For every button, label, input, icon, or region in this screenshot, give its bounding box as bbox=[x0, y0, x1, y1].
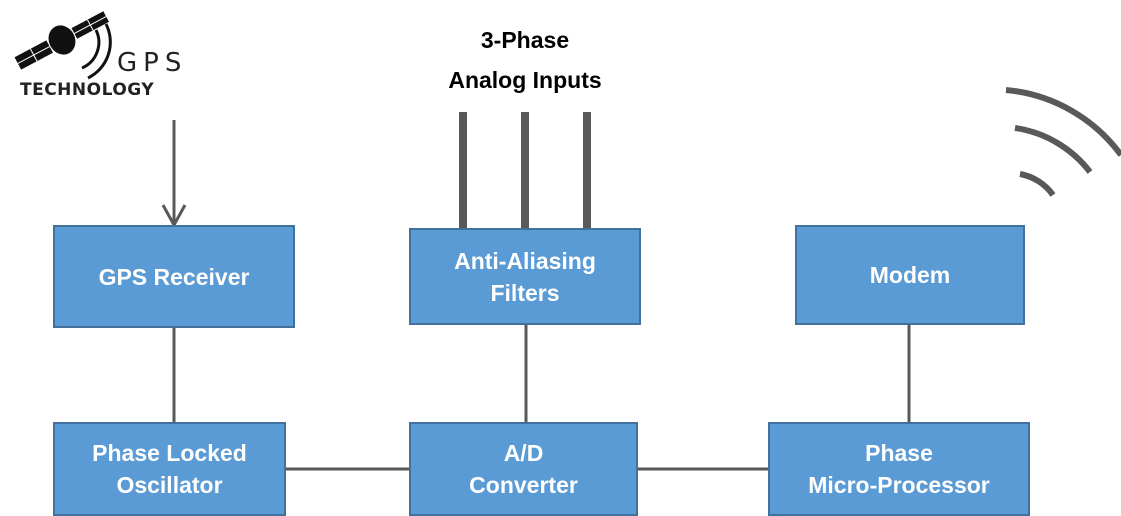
ad-converter-block: A/D Converter bbox=[409, 422, 638, 516]
phase-locked-oscillator-label: Phase Locked Oscillator bbox=[92, 440, 247, 498]
gps-receiver-label: GPS Receiver bbox=[98, 263, 250, 290]
gps-technology-logo: GPS TECHNOLOGY bbox=[0, 0, 181, 110]
analog-inputs-label: 3-Phase Analog Inputs bbox=[448, 27, 602, 93]
anti-aliasing-filters-label: Anti-Aliasing Filters bbox=[454, 247, 596, 306]
phase-microprocessor-label: Phase Micro-Processor bbox=[808, 440, 990, 498]
anti-aliasing-filters-block: Anti-Aliasing Filters bbox=[409, 228, 641, 325]
gps-satellite-icon bbox=[14, 11, 112, 80]
modem-block: Modem bbox=[795, 225, 1025, 325]
ad-converter-label: A/D Converter bbox=[469, 440, 578, 498]
logo-gps-text: GPS bbox=[117, 48, 188, 78]
modem-label: Modem bbox=[869, 262, 951, 288]
phase-locked-oscillator-block: Phase Locked Oscillator bbox=[53, 422, 286, 516]
logo-technology-text: TECHNOLOGY bbox=[20, 80, 155, 100]
gps-receiver-block: GPS Receiver bbox=[53, 225, 295, 328]
phase-microprocessor-block: Phase Micro-Processor bbox=[768, 422, 1030, 516]
wireless-signal-icon bbox=[1005, 87, 1121, 197]
